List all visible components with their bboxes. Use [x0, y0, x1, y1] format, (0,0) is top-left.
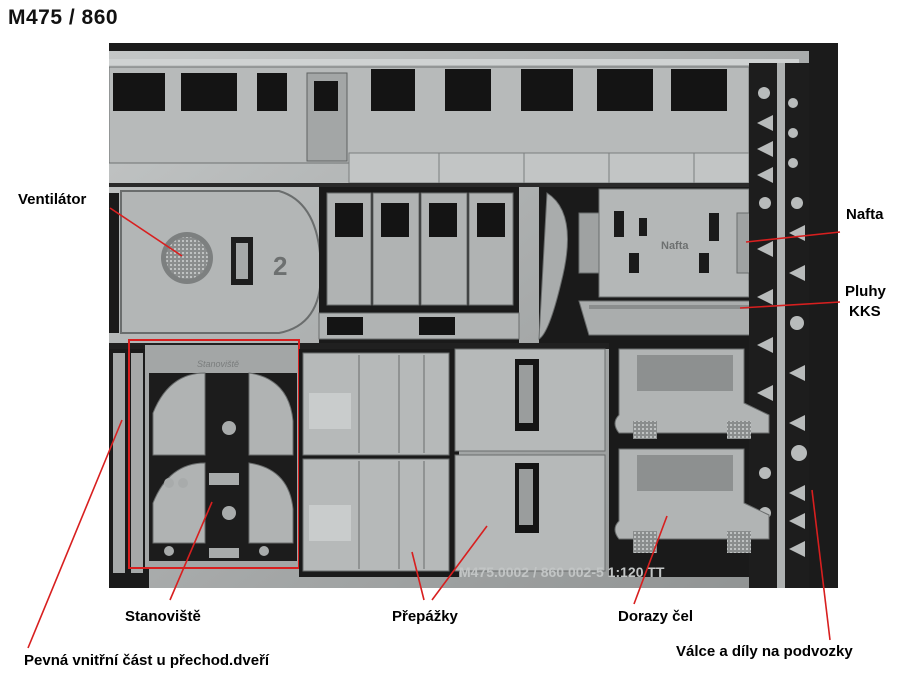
label-nafta: Nafta [846, 206, 884, 223]
cab-stamp: Stanoviště [197, 359, 239, 369]
label-ventilator: Ventilátor [18, 191, 87, 208]
nafta-stamp: Nafta [661, 240, 689, 252]
label-prepazky: Přepážky [392, 608, 458, 625]
pevna-leader-line [27, 419, 123, 649]
photo-etched-fret-image: 2 Nafta [109, 43, 838, 588]
fret-code: M475.0002 / 860 002-5 1:120 TT [459, 564, 665, 580]
label-kks: KKS [849, 303, 881, 320]
label-valce-a-dily: Válce a díly na podvozky [676, 643, 853, 660]
label-pluhy: Pluhy [845, 283, 886, 300]
page-title: M475 / 860 [8, 6, 119, 29]
label-stanoviste: Stanoviště [125, 608, 201, 625]
window-stamp: 2 [273, 251, 287, 281]
label-dorazy-cel: Dorazy čel [618, 608, 694, 625]
label-pevna-vnitrni-cast: Pevná vnitřní část u přechod.dveří [24, 652, 270, 669]
